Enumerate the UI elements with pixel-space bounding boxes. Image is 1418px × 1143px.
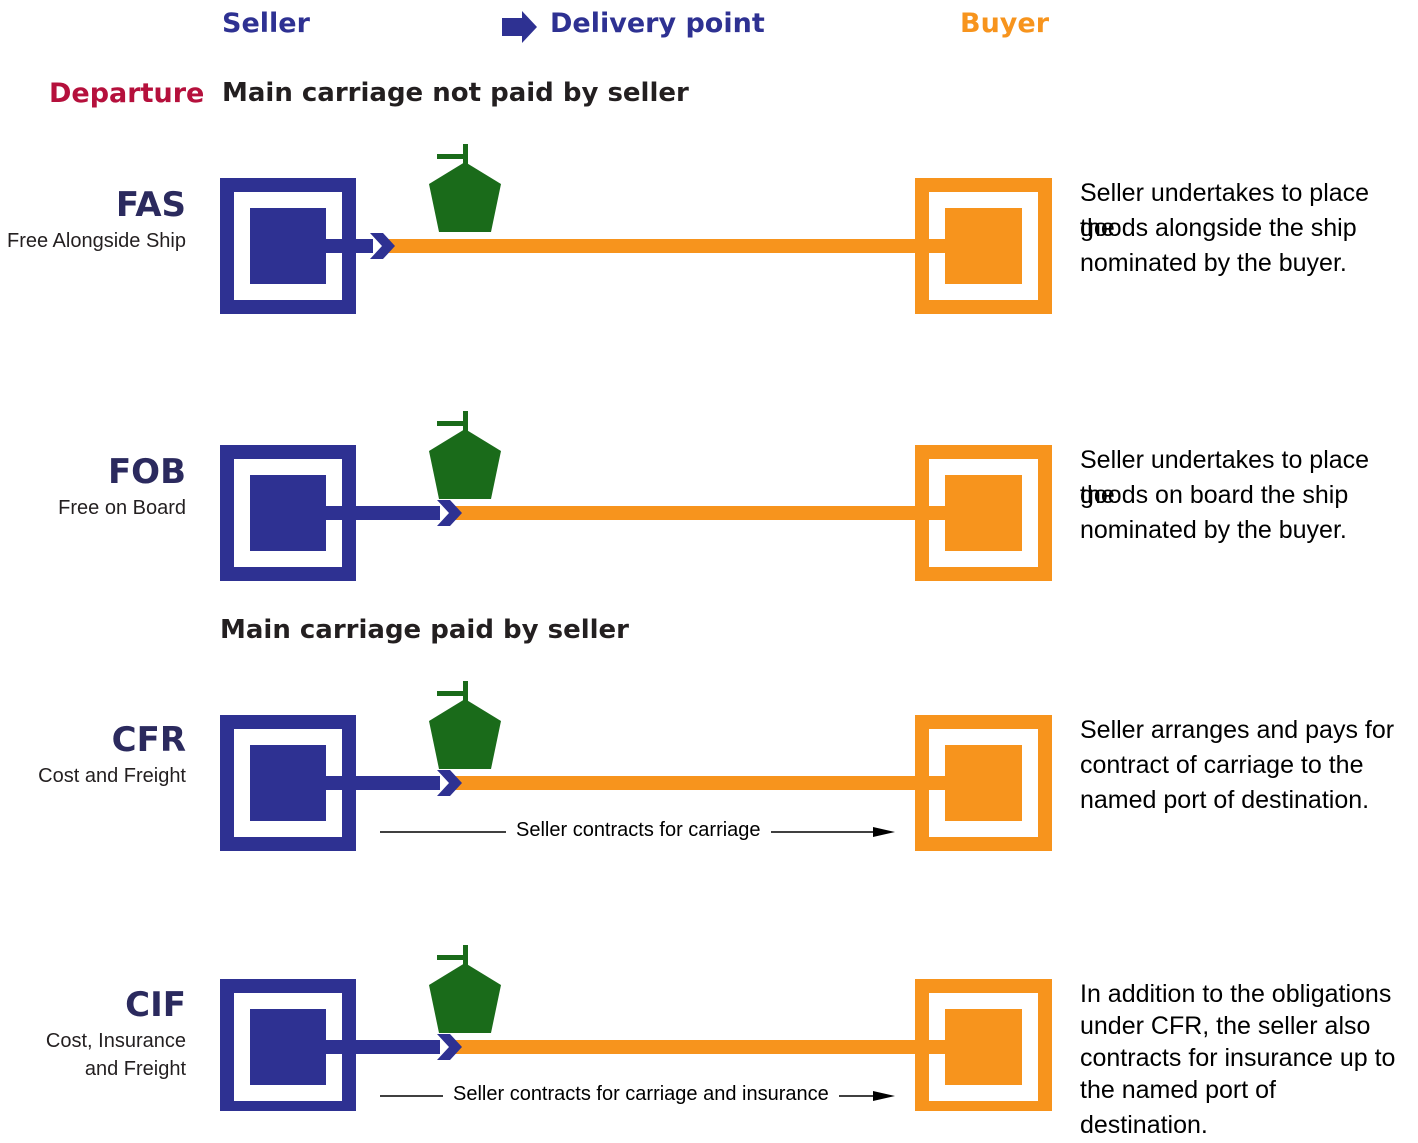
term-row-graphic: [220, 411, 1052, 581]
contract-arrowhead: [873, 1091, 895, 1101]
incoterms-diagram: [220, 144, 1052, 1111]
term-description-line: Seller undertakes to place the: [1080, 446, 1370, 509]
seller-carriage-line: [326, 1040, 440, 1054]
buyer-carriage-line: [387, 239, 945, 253]
seller-square: [250, 1009, 326, 1085]
term-description-line: the named port of destination.: [1080, 1076, 1276, 1139]
term-description-line: named port of destination.: [1080, 786, 1370, 814]
term-description-line: nominated by the buyer.: [1080, 249, 1347, 277]
seller-header: Seller: [222, 8, 310, 39]
seller-square: [250, 745, 326, 821]
term-row-graphic: [220, 945, 1052, 1111]
seller-carriage-line: [326, 239, 373, 253]
section-title-not-paid: Main carriage not paid by seller: [222, 78, 689, 108]
buyer-carriage-line: [454, 776, 945, 790]
delivery-point-header: Delivery point: [550, 8, 765, 39]
delivery-arrow: [437, 500, 462, 526]
term-code: FAS: [115, 185, 186, 225]
term-code: FOB: [107, 452, 186, 492]
term-description-line: goods on board the ship: [1080, 481, 1349, 509]
buyer-square: [945, 208, 1022, 284]
ship-icon: [429, 681, 501, 769]
seller-carriage-line: [326, 506, 440, 520]
term-description-line: In addition to the obligations: [1080, 980, 1392, 1008]
term-name: Cost and Freight: [38, 765, 186, 787]
term-name: Free on Board: [58, 497, 186, 519]
arrow-right-icon: [502, 11, 537, 43]
section-title-paid: Main carriage paid by seller: [220, 615, 629, 645]
buyer-carriage-line: [454, 1040, 945, 1054]
term-name: Cost, Insurance: [45, 1030, 186, 1052]
contract-note: Seller contracts for carriage and insura…: [443, 1083, 839, 1106]
seller-square: [250, 208, 326, 284]
ship-icon: [429, 411, 501, 499]
term-description-line: goods alongside the ship: [1080, 214, 1357, 242]
term-description-line: Seller undertakes to place the: [1080, 179, 1370, 242]
term-description-line: contract of carriage to the: [1080, 751, 1364, 779]
term-name: and Freight: [84, 1058, 186, 1080]
seller-square: [250, 475, 326, 551]
ship-icon: [429, 945, 501, 1033]
term-description-line: nominated by the buyer.: [1080, 516, 1347, 544]
buyer-square: [945, 745, 1022, 821]
delivery-arrow: [370, 233, 395, 259]
term-description-line: contracts for insurance up to: [1080, 1044, 1396, 1072]
term-code: CFR: [111, 720, 186, 760]
term-description-line: under CFR, the seller also: [1080, 1012, 1371, 1040]
ship-icon: [429, 144, 501, 232]
term-name: Free Alongside Ship: [6, 230, 186, 252]
term-description-line: Seller arranges and pays for: [1080, 716, 1395, 744]
buyer-square: [945, 475, 1022, 551]
term-row-graphic: [220, 681, 1052, 851]
delivery-arrow: [437, 1034, 462, 1060]
buyer-square: [945, 1009, 1022, 1085]
buyer-header: Buyer: [960, 8, 1050, 39]
buyer-carriage-line: [454, 506, 945, 520]
term-row-graphic: [220, 144, 1052, 314]
seller-carriage-line: [326, 776, 440, 790]
contract-arrowhead: [873, 827, 895, 837]
delivery-arrow: [437, 770, 462, 796]
departure-label: Departure: [49, 78, 205, 109]
contract-note: Seller contracts for carriage: [506, 819, 771, 842]
term-code: CIF: [125, 985, 186, 1025]
